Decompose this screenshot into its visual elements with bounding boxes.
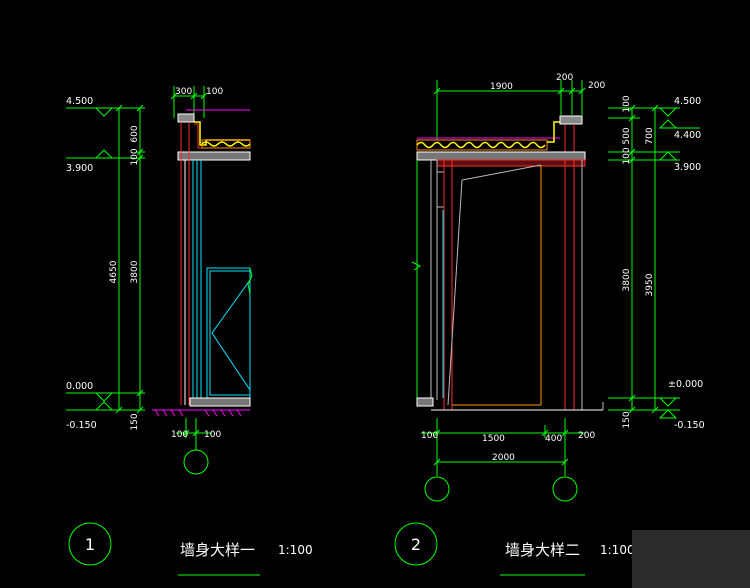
axis-bubble [183, 449, 209, 475]
detail-1-title-block: 1 墙身大样一 1:100 [68, 522, 313, 576]
dim-label: 3950 [645, 273, 655, 296]
overlay-panel [632, 530, 750, 588]
dim-label: 200 [578, 431, 595, 441]
level-marker-3900: 3.900 [658, 151, 701, 173]
dim-label: 1500 [482, 434, 505, 444]
detail-scale: 1:100 [600, 543, 635, 557]
dim-label: 500 [622, 127, 632, 144]
level-marker-minus150: -0.150 [66, 401, 135, 431]
dim-plinth: 150 [130, 413, 140, 430]
bottom-dimension: 100 100 [171, 418, 221, 475]
dim-parapet: 600 [130, 125, 140, 142]
level-marker-3900: 3.900 [66, 149, 135, 174]
vertical-dimension-chain: 4650 3800 600 100 150 [109, 104, 145, 431]
detail-2: 1900 200 200 [394, 73, 705, 576]
dim-label: 1900 [490, 82, 513, 92]
dim-total: 2000 [492, 453, 515, 463]
roof-parapet [177, 109, 251, 161]
dim-label: 100 [421, 431, 438, 441]
dim-label: 300 [175, 87, 192, 97]
dim-slab: 100 [130, 148, 140, 165]
dim-label: 700 [645, 127, 655, 144]
detail-number-circle [394, 522, 438, 566]
dim-label: 200 [588, 81, 605, 91]
top-dimension: 300 100 [170, 86, 223, 118]
bottom-dimension: 100 1500 400 200 2000 [421, 418, 595, 502]
dim-label: 100 [622, 147, 632, 164]
level-label: 3.900 [674, 162, 701, 173]
detail-2-title-block: 2 墙身大样二 1:100 [394, 522, 635, 576]
detail-number-circle [68, 522, 112, 566]
dim-label: 100 [171, 430, 188, 440]
level-label: ±0.000 [668, 379, 703, 390]
wall-section [180, 122, 202, 405]
level-label: -0.150 [674, 420, 705, 431]
wall-section [411, 160, 583, 410]
level-marker-0000: ±0.000 [658, 379, 703, 407]
level-marker-4400: 4.400 [658, 119, 701, 141]
level-marker-0000: 0.000 [66, 381, 135, 402]
door [442, 164, 542, 406]
level-label: 4.500 [66, 96, 93, 107]
axis-bubble [552, 476, 578, 502]
detail-scale: 1:100 [278, 543, 313, 557]
axis-bubble [424, 476, 450, 502]
vertical-dimension-chain: 100 500 700 100 3800 3950 150 [608, 95, 680, 429]
level-label: 4.500 [674, 96, 701, 107]
roof-slab [416, 115, 586, 167]
detail-title: 墙身大样一 [180, 541, 255, 559]
dim-label: 100 [622, 95, 632, 112]
dim-label: 100 [206, 87, 223, 97]
detail-number: 2 [411, 535, 421, 554]
dim-label: 400 [545, 434, 562, 444]
dim-label: 150 [622, 411, 632, 428]
dim-total-height: 4650 [109, 260, 119, 283]
detail-number: 1 [85, 535, 95, 554]
top-dimension: 1900 200 200 [433, 73, 605, 140]
ground-slab [152, 397, 251, 417]
level-label: 3.900 [66, 163, 93, 174]
dim-label: 100 [204, 430, 221, 440]
detail-title: 墙身大样二 [505, 541, 580, 559]
detail-1: 4.500 3.900 0.000 -0.150 [66, 86, 313, 576]
level-marker-4500: 4.500 [658, 96, 701, 117]
dim-label: 3800 [622, 268, 632, 291]
dim-wall-height: 3800 [130, 260, 140, 283]
level-marker-minus150: -0.150 [658, 409, 705, 431]
ground-slab [416, 397, 604, 411]
level-label: 4.400 [674, 130, 701, 141]
level-label: 0.000 [66, 381, 93, 392]
dim-label: 200 [556, 73, 573, 83]
level-label: -0.150 [66, 420, 97, 431]
level-marker-4500: 4.500 [66, 96, 135, 117]
glass-door [206, 267, 253, 399]
